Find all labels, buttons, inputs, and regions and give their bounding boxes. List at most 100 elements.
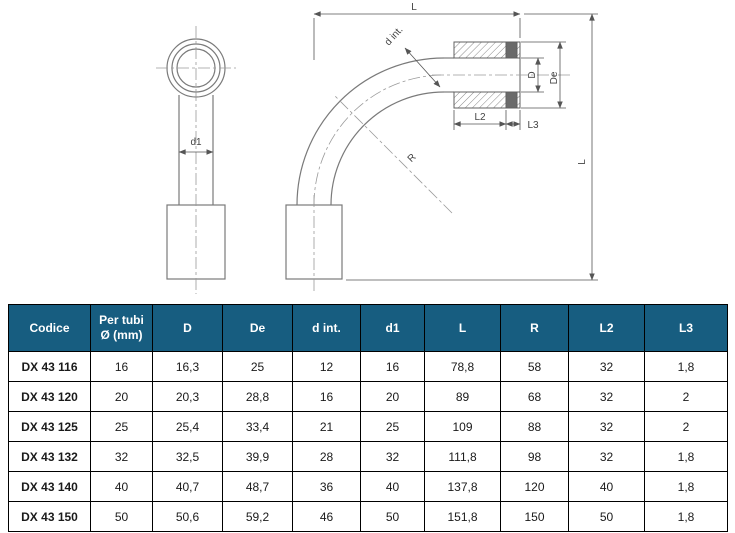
spec-table: Codice Per tubi Ø (mm) D De d int. d1 L …: [8, 304, 728, 532]
table-cell: 50: [360, 501, 425, 532]
table-cell: 16,3: [152, 351, 223, 382]
col-header-d-int: d int.: [292, 304, 361, 352]
table-row: DX 43 116 16 16,3 25 12 16 78,8 58 32 1,…: [8, 351, 728, 382]
table-cell: 2: [644, 381, 728, 412]
dim-label-De: De: [549, 71, 560, 84]
seal-ring-bottom: [505, 91, 518, 109]
elbow-view: [285, 57, 454, 280]
dim-label-L-right: L: [577, 159, 588, 165]
table-cell: 33,4: [222, 411, 293, 442]
table-cell: 28,8: [222, 381, 293, 412]
col-header-per-tubi: Per tubi Ø (mm): [90, 304, 153, 352]
dim-label-L-top: L: [411, 2, 417, 13]
table-cell: 88: [500, 411, 569, 442]
table-cell: 25: [360, 411, 425, 442]
table-cell: 59,2: [222, 501, 293, 532]
code-cell: DX 43 150: [8, 501, 91, 532]
table-cell: 32: [568, 441, 645, 472]
dim-label-R: R: [406, 152, 419, 165]
table-cell: 50: [568, 501, 645, 532]
table-cell: 98: [500, 441, 569, 472]
table-cell: 1,8: [644, 471, 728, 502]
dim-d-int: [404, 47, 441, 88]
front-centerlines: [156, 26, 236, 294]
table-cell: 25: [90, 411, 153, 442]
dim-L2-L3: [453, 110, 521, 130]
table-cell: 12: [292, 351, 361, 382]
code-cell: DX 43 116: [8, 351, 91, 382]
table-cell: 78,8: [424, 351, 501, 382]
table-cell: 32: [568, 411, 645, 442]
dim-De: [521, 41, 566, 109]
col-header-d1: d1: [360, 304, 425, 352]
table-cell: 50: [90, 501, 153, 532]
table-cell: 68: [500, 381, 569, 412]
table-cell: 16: [90, 351, 153, 382]
table-cell: 25: [222, 351, 293, 382]
code-cell: DX 43 140: [8, 471, 91, 502]
table-cell: 1,8: [644, 351, 728, 382]
table-cell: 137,8: [424, 471, 501, 502]
table-cell: 16: [360, 351, 425, 382]
table-cell: 151,8: [424, 501, 501, 532]
dim-label-L2: L2: [474, 112, 486, 123]
header-row: Codice Per tubi Ø (mm) D De d int. d1 L …: [8, 304, 728, 352]
col-header-De: De: [222, 304, 293, 352]
dim-label-d-int: d int.: [383, 25, 406, 48]
table-cell: 1,8: [644, 501, 728, 532]
table-cell: 25,4: [152, 411, 223, 442]
table-cell: 2: [644, 411, 728, 442]
dim-label-D: D: [527, 71, 538, 78]
technical-drawing: d1 L: [156, 2, 598, 294]
table-row: DX 43 132 32 32,5 39,9 28 32 111,8 98 32…: [8, 441, 728, 472]
table-cell: 46: [292, 501, 361, 532]
col-header-R: R: [500, 304, 569, 352]
table-cell: 1,8: [644, 441, 728, 472]
table-cell: 28: [292, 441, 361, 472]
radius-line: [334, 95, 453, 214]
table-cell: 32: [568, 381, 645, 412]
col-header-codice: Codice: [8, 304, 91, 352]
table-cell: 89: [424, 381, 501, 412]
table-cell: 120: [500, 471, 569, 502]
table-row: DX 43 150 50 50,6 59,2 46 50 151,8 150 5…: [8, 501, 728, 532]
table-cell: 32: [360, 441, 425, 472]
dim-label-L3: L3: [527, 120, 539, 131]
table-cell: 20: [90, 381, 153, 412]
dim-L-right: [346, 13, 598, 281]
col-header-L3: L3: [644, 304, 728, 352]
dim-D: [521, 57, 544, 93]
code-cell: DX 43 120: [8, 381, 91, 412]
table-cell: 20: [360, 381, 425, 412]
table-cell: 40,7: [152, 471, 223, 502]
table-cell: 16: [292, 381, 361, 412]
code-cell: DX 43 125: [8, 411, 91, 442]
table-cell: 21: [292, 411, 361, 442]
table-cell: 32: [568, 351, 645, 382]
table-cell: 58: [500, 351, 569, 382]
table-row: DX 43 140 40 40,7 48,7 36 40 137,8 120 4…: [8, 471, 728, 502]
col-header-L: L: [424, 304, 501, 352]
col-header-L2: L2: [568, 304, 645, 352]
table-cell: 109: [424, 411, 501, 442]
dim-label-d1: d1: [190, 137, 202, 148]
table-cell: 50,6: [152, 501, 223, 532]
table-cell: 36: [292, 471, 361, 502]
table-cell: 111,8: [424, 441, 501, 472]
table-cell: 40: [360, 471, 425, 502]
table-cell: 150: [500, 501, 569, 532]
table-cell: 39,9: [222, 441, 293, 472]
table-cell: 40: [90, 471, 153, 502]
table-cell: 32,5: [152, 441, 223, 472]
dim-L-top: [313, 11, 521, 60]
elbow-inner-arc: [330, 91, 445, 206]
table-cell: 48,7: [222, 471, 293, 502]
col-header-D: D: [152, 304, 223, 352]
seal-ring-top: [505, 41, 518, 59]
code-cell: DX 43 132: [8, 441, 91, 472]
table-cell: 20,3: [152, 381, 223, 412]
table-cell: 32: [90, 441, 153, 472]
table-row: DX 43 120 20 20,3 28,8 16 20 89 68 32 2: [8, 381, 728, 412]
table-row: DX 43 125 25 25,4 33,4 21 25 109 88 32 2: [8, 411, 728, 442]
